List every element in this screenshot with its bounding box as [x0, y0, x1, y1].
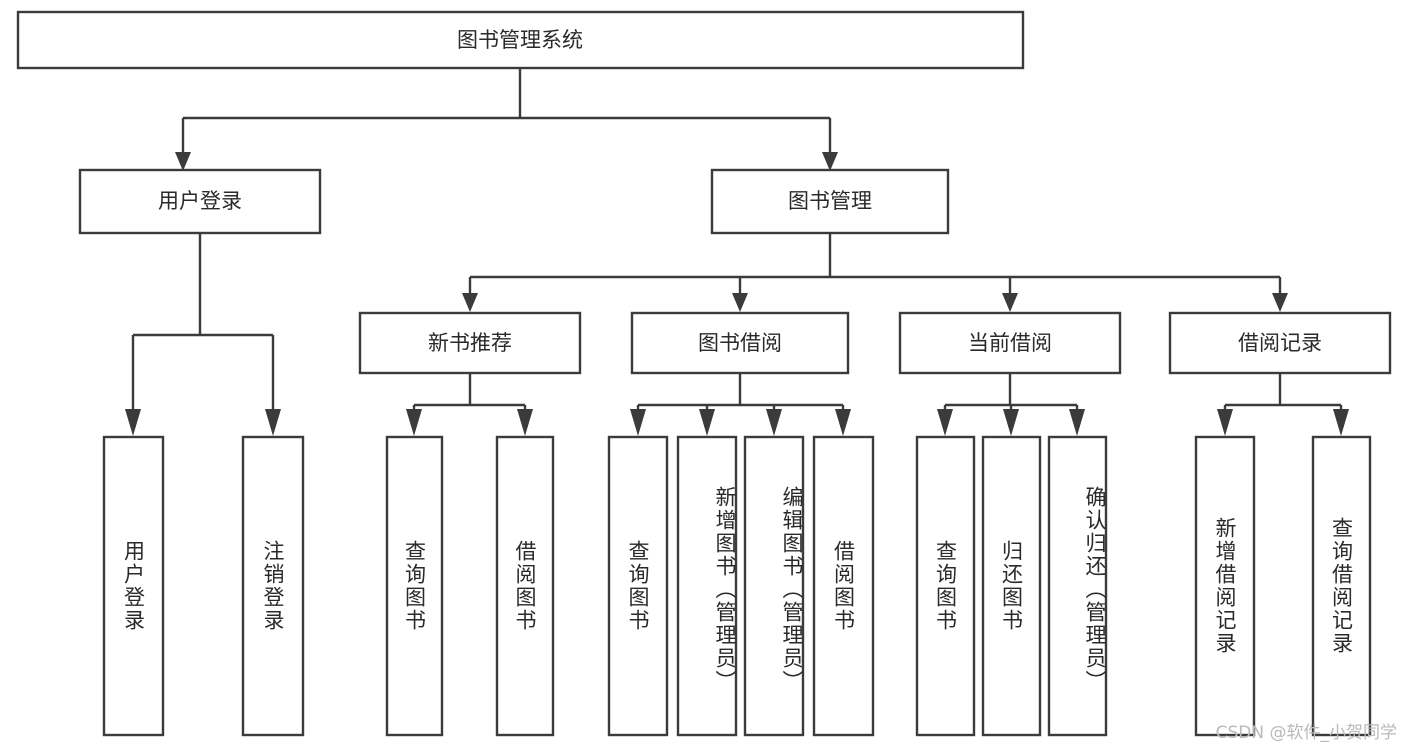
node-box-borrow-record[interactable]: [1168, 311, 1392, 375]
arrow-head-leaf-book-borrow-1: [630, 409, 646, 436]
node-user-login[interactable]: 用户登录: [78, 168, 322, 235]
arrow-head-new-book: [462, 293, 478, 312]
connector-group-current-borrow: [937, 373, 1085, 436]
arrow-head-leaf-user-login-2: [265, 409, 281, 436]
arrow-head-user-login: [175, 152, 191, 171]
leaf-box-book-borrow-1[interactable]: [607, 435, 669, 737]
arrow-head-leaf-user-login-1: [125, 409, 141, 436]
connector-group-user-login: [125, 233, 281, 436]
arrow-head-book-borrow: [732, 293, 748, 312]
node-book-manage[interactable]: 图书管理: [710, 168, 950, 235]
leaf-boxes-borrow-record: [1194, 435, 1372, 737]
node-box-root[interactable]: [16, 10, 1025, 70]
node-label-book-manage: 图书管理: [788, 189, 872, 213]
arrow-head-leaf-book-borrow-3: [766, 409, 782, 436]
node-new-book-recommend[interactable]: 新书推荐: [358, 311, 582, 375]
leaf-boxes-new-book-recommend: [385, 435, 555, 737]
arrow-head-leaf-current-borrow-1: [937, 409, 953, 436]
arrow-head-leaf-book-borrow-2: [699, 409, 715, 436]
arrow-head-leaf-new-book-2: [517, 409, 533, 436]
leaf-boxes-current-borrow: [915, 435, 1108, 737]
leaf-box-current-borrow-3[interactable]: [1047, 435, 1108, 737]
node-label-root: 图书管理系统: [457, 28, 583, 52]
connector-group-borrow-record: [1217, 373, 1349, 436]
node-box-book-manage[interactable]: [710, 168, 950, 235]
connector-group-root: [175, 68, 838, 171]
arrow-head-leaf-borrow-record-1: [1217, 409, 1233, 436]
arrow-head-leaf-book-borrow-4: [835, 409, 851, 436]
node-label-book-borrow: 图书借阅: [698, 331, 782, 355]
node-box-user-login[interactable]: [78, 168, 322, 235]
leaf-box-book-borrow-3[interactable]: [743, 435, 805, 737]
arrow-head-leaf-current-borrow-3: [1069, 409, 1085, 436]
watermark-label: CSDN @软件_小贺同学: [1215, 723, 1397, 743]
node-box-current-borrow[interactable]: [898, 311, 1122, 375]
arrow-head-leaf-current-borrow-2: [1003, 409, 1019, 436]
node-label-borrow-record: 借阅记录: [1238, 331, 1322, 355]
connector-group-book-borrow: [630, 373, 851, 436]
leaf-box-book-borrow-2[interactable]: [676, 435, 738, 737]
leaf-box-current-borrow-1[interactable]: [915, 435, 976, 737]
node-current-borrow[interactable]: 当前借阅: [898, 311, 1122, 375]
node-box-new-book-recommend[interactable]: [358, 311, 582, 375]
leaf-box-user-login-1[interactable]: [102, 435, 165, 737]
leaf-box-book-borrow-4[interactable]: [812, 435, 875, 737]
arrow-head-leaf-new-book-1: [406, 409, 422, 436]
node-borrow-record[interactable]: 借阅记录: [1168, 311, 1392, 375]
leaf-box-new-book-2[interactable]: [495, 435, 555, 737]
node-book-borrow[interactable]: 图书借阅: [630, 311, 850, 375]
arrow-head-current-borrow: [1002, 293, 1018, 312]
node-box-book-borrow[interactable]: [630, 311, 850, 375]
node-root[interactable]: 图书管理系统: [16, 10, 1025, 70]
arrow-head-leaf-borrow-record-2: [1333, 409, 1349, 436]
leaf-boxes-book-borrow: [607, 435, 875, 737]
node-label-current-borrow: 当前借阅: [968, 331, 1052, 355]
node-label-new-book-recommend: 新书推荐: [428, 331, 512, 355]
leaf-box-user-login-2[interactable]: [241, 435, 305, 737]
connector-group-book-manage: [462, 233, 1288, 312]
arrow-head-borrow-record: [1272, 293, 1288, 312]
leaf-boxes-user-login: [102, 435, 305, 737]
arrow-head-book-manage: [822, 152, 838, 171]
leaf-box-current-borrow-2[interactable]: [981, 435, 1042, 737]
leaf-box-borrow-record-1[interactable]: [1194, 435, 1256, 737]
leaf-box-borrow-record-2[interactable]: [1311, 435, 1372, 737]
connector-group-new-book: [406, 373, 533, 436]
node-label-user-login: 用户登录: [158, 189, 242, 213]
leaf-box-new-book-1[interactable]: [385, 435, 444, 737]
